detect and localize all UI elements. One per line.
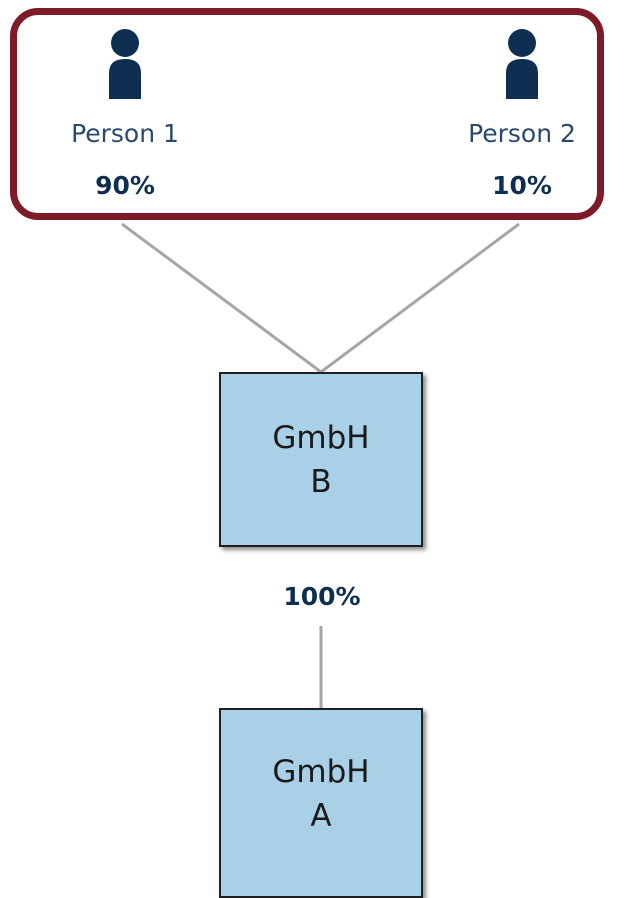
company-gmbh-b: GmbH B <box>219 372 423 547</box>
shareholder-person-2: Person 2 10% <box>442 29 602 201</box>
company-b-line2: B <box>310 463 332 500</box>
shareholders-group: Person 1 90% Person 2 10% <box>10 8 604 220</box>
person-2-label: Person 2 <box>468 119 576 148</box>
company-b-line1: GmbH <box>272 419 370 456</box>
shareholder-person-1: Person 1 90% <box>45 29 205 201</box>
subsidiary-share-label: 100% <box>283 582 361 611</box>
person-1-share: 90% <box>95 171 155 200</box>
company-gmbh-a: GmbH A <box>219 708 423 898</box>
connector-lines <box>121 222 520 708</box>
person-1-label: Person 1 <box>71 119 179 148</box>
company-a-line1: GmbH <box>272 754 370 790</box>
person-icon <box>506 29 538 99</box>
connector-person2-to-gmbh-b <box>320 222 520 374</box>
company-a-line2: A <box>310 798 332 834</box>
person-icon <box>109 29 141 99</box>
person-2-share: 10% <box>492 171 552 200</box>
connector-person1-to-gmbh-b <box>121 222 322 374</box>
